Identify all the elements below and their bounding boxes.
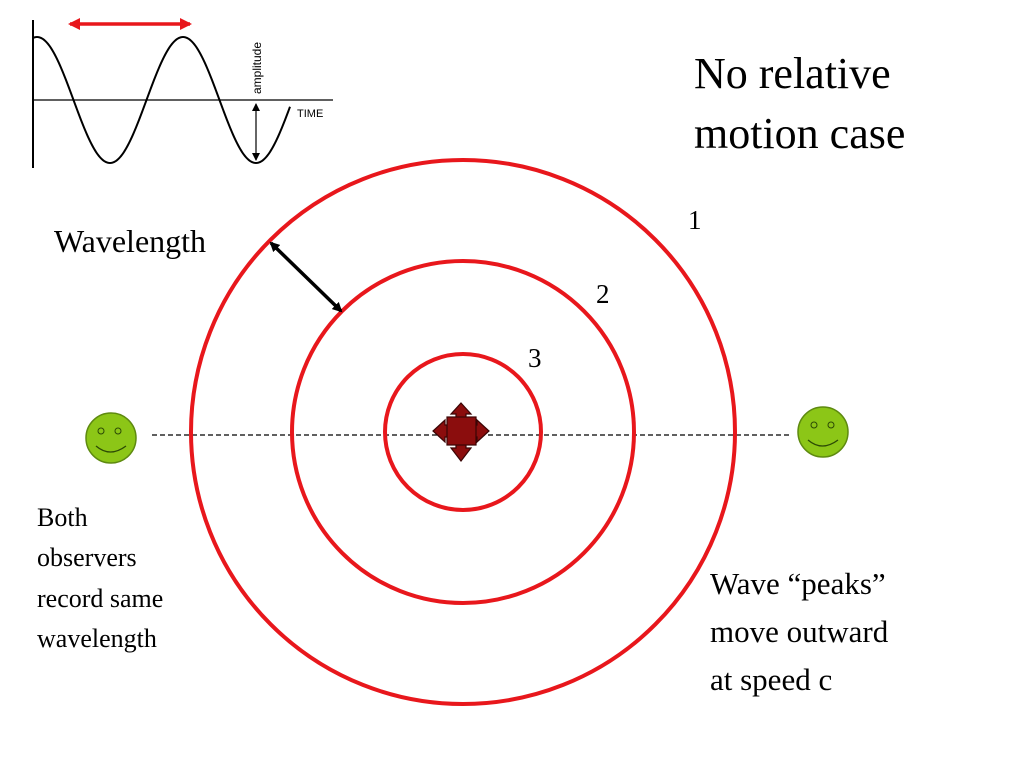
sine-wave-curve — [32, 35, 291, 165]
smiley-face-icon — [85, 412, 137, 464]
observers-caption-line: observers — [37, 543, 137, 572]
wave-ring-1 — [189, 158, 737, 706]
observers-caption-line: record same — [37, 584, 164, 613]
wave-ring-3 — [383, 352, 543, 512]
slide-title-line-2: motion case — [694, 109, 906, 158]
ring-number-2: 2 — [596, 279, 610, 309]
wavelength-label: Wavelength — [54, 223, 207, 259]
slide-title-line-1: No relative — [694, 49, 891, 98]
graph-amplitude-label: amplitude — [250, 42, 264, 94]
wave-ring-2 — [290, 259, 636, 605]
sine-wave-graph: amplitude TIME — [32, 18, 333, 168]
peaks-caption-line: move outward — [710, 614, 889, 649]
wavelength-arrow — [269, 241, 343, 313]
smiley-face-icon — [797, 406, 849, 458]
ring-number-1: 1 — [688, 205, 702, 235]
graph-time-label: TIME — [297, 108, 323, 120]
peaks-caption-line: at speed c — [710, 662, 833, 697]
four-way-arrow-icon — [432, 402, 490, 462]
ring-number-3: 3 — [528, 343, 542, 373]
observers-caption-line: wavelength — [37, 624, 157, 653]
peaks-caption-line: Wave “peaks” — [710, 566, 886, 601]
observers-caption-line: Both — [37, 503, 88, 532]
